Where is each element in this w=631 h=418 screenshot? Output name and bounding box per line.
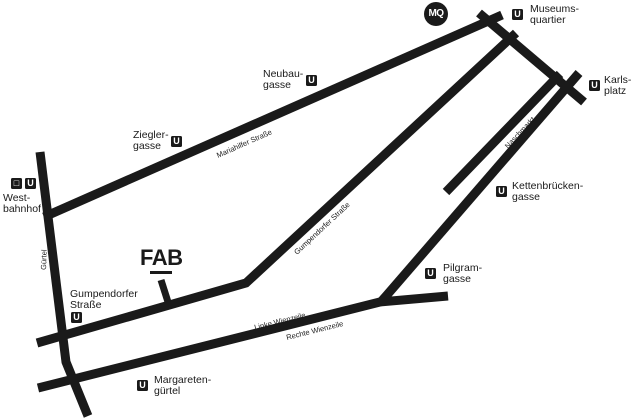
station-name-line1: Kettenbrücken-: [512, 180, 584, 192]
station-name-line2: gasse: [443, 273, 472, 285]
ubahn-icon: U: [512, 9, 523, 20]
station-name-line1: Museums-: [530, 3, 580, 15]
ubahn-icon: U: [425, 268, 436, 279]
station-name-line1: Ziegler-: [133, 129, 169, 141]
road-guertel: [35, 151, 93, 418]
road-gumpendorfer-strasse: [35, 29, 520, 348]
station-neubaugasse: Neubau- gasse: [263, 69, 303, 91]
train-icon: □: [11, 178, 22, 189]
station-name-line2: gasse: [512, 191, 541, 203]
station-name-line2: gürtel: [154, 385, 181, 397]
station-name-line1: Margareten-: [154, 374, 212, 386]
station-name-line1: Neubau-: [263, 68, 304, 80]
station-name-line1: Gumpendorfer: [70, 288, 138, 300]
station-westbahnhof: West- bahnhof: [3, 193, 41, 215]
ubahn-icon: U: [589, 80, 600, 91]
station-name-line2: gasse: [133, 140, 162, 152]
station-name-line2: Straße: [70, 299, 102, 311]
station-museumsquartier: Museums- quartier: [530, 4, 579, 26]
station-karlsplatz: Karls- platz: [604, 75, 631, 97]
station-name-line2: quartier: [530, 14, 566, 26]
station-name-line1: West-: [3, 192, 31, 204]
station-margaretenguertel: Margareten- gürtel: [154, 375, 211, 397]
station-name-line2: platz: [604, 85, 627, 97]
station-name-line1: Pilgram-: [443, 262, 483, 274]
museumsquartier-badge: MQ: [424, 2, 448, 26]
ubahn-icon: U: [71, 312, 82, 323]
station-name-line2: gasse: [263, 79, 292, 91]
fab-underline: [150, 271, 172, 274]
road-naschmarkt-west: [442, 70, 564, 196]
road-naschmarkt-east: [376, 70, 583, 306]
station-name-line2: bahnhof: [3, 203, 41, 215]
ubahn-icon: U: [306, 75, 317, 86]
station-name-line1: Karls-: [604, 74, 631, 86]
road-fab-access: [157, 278, 172, 304]
ubahn-icon: U: [25, 178, 36, 189]
fab-location-label: FAB: [140, 245, 183, 270]
station-gumpendorfer-strasse: Gumpendorfer Straße: [70, 289, 138, 311]
ubahn-icon: U: [171, 136, 182, 147]
station-pilgramgasse: Pilgram- gasse: [443, 263, 482, 285]
station-kettenbrueckengasse: Kettenbrücken- gasse: [512, 181, 583, 203]
station-zieglergasse: Ziegler- gasse: [133, 130, 169, 152]
road-mariahilfer-strasse: [42, 10, 504, 222]
label-guertel: Gürtel: [39, 249, 49, 270]
ubahn-icon: U: [137, 380, 148, 391]
ubahn-icon: U: [496, 186, 507, 197]
